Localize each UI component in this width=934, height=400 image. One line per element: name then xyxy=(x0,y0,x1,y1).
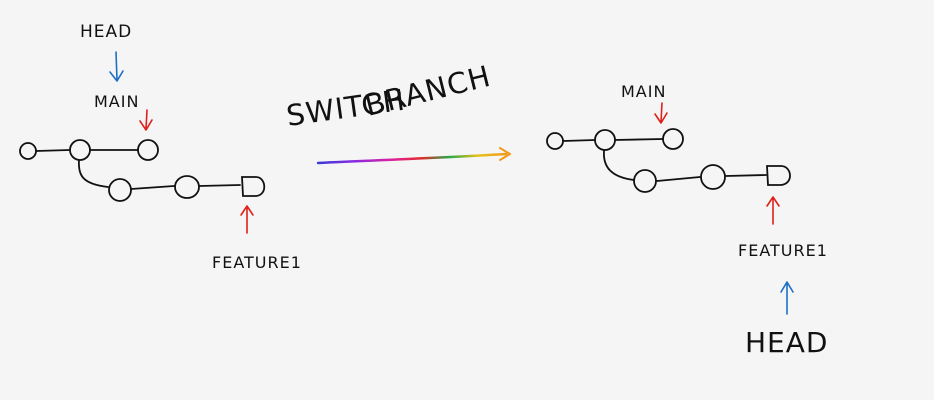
after-main-label: MAIN xyxy=(621,82,666,101)
before-edge-branch xyxy=(77,159,109,188)
before-main-label: MAIN xyxy=(94,92,139,111)
before-commit-node xyxy=(174,175,200,199)
after-commit-node xyxy=(662,128,684,150)
after-head-arrow xyxy=(780,281,794,315)
after-commit-node xyxy=(594,129,616,151)
before-feature-label: FEATURE1 xyxy=(212,253,302,272)
after-edge-1 xyxy=(562,139,596,142)
before-edge-3 xyxy=(130,185,175,190)
switch-branch-action: SWITCH BRANCH xyxy=(284,59,511,165)
before-feature-arrow xyxy=(240,205,254,234)
before-graph: HEAD MAIN FEATURE1 xyxy=(19,22,302,272)
before-main-arrow xyxy=(139,109,153,131)
before-commit-node xyxy=(19,142,37,160)
after-feature-label: FEATURE1 xyxy=(738,241,828,260)
after-graph: MAIN FEATURE1 HEAD xyxy=(546,82,828,359)
before-commit-node xyxy=(137,139,159,161)
after-edge-3 xyxy=(656,176,701,182)
before-head-label: HEAD xyxy=(80,22,132,42)
before-edge-4 xyxy=(198,184,241,187)
before-commit-node xyxy=(69,139,91,161)
after-main-arrow xyxy=(654,102,668,124)
after-commit-node xyxy=(700,164,726,190)
switch-arrow-head xyxy=(499,147,511,161)
before-edge-1 xyxy=(35,149,71,152)
before-head-arrow xyxy=(109,51,124,82)
after-edge-2 xyxy=(613,138,664,141)
after-edge-4 xyxy=(725,174,767,177)
switch-arrow-shaft xyxy=(316,152,508,165)
after-feature-arrow xyxy=(766,196,780,225)
after-head-label: HEAD xyxy=(745,326,828,359)
after-commit-node-tip xyxy=(766,165,791,186)
before-commit-node-tip xyxy=(241,176,266,197)
after-commit-node xyxy=(546,132,564,150)
action-line2: BRANCH xyxy=(361,59,494,123)
after-commit-node xyxy=(633,169,657,193)
after-edge-branch xyxy=(603,150,635,181)
before-commit-node xyxy=(108,178,132,202)
